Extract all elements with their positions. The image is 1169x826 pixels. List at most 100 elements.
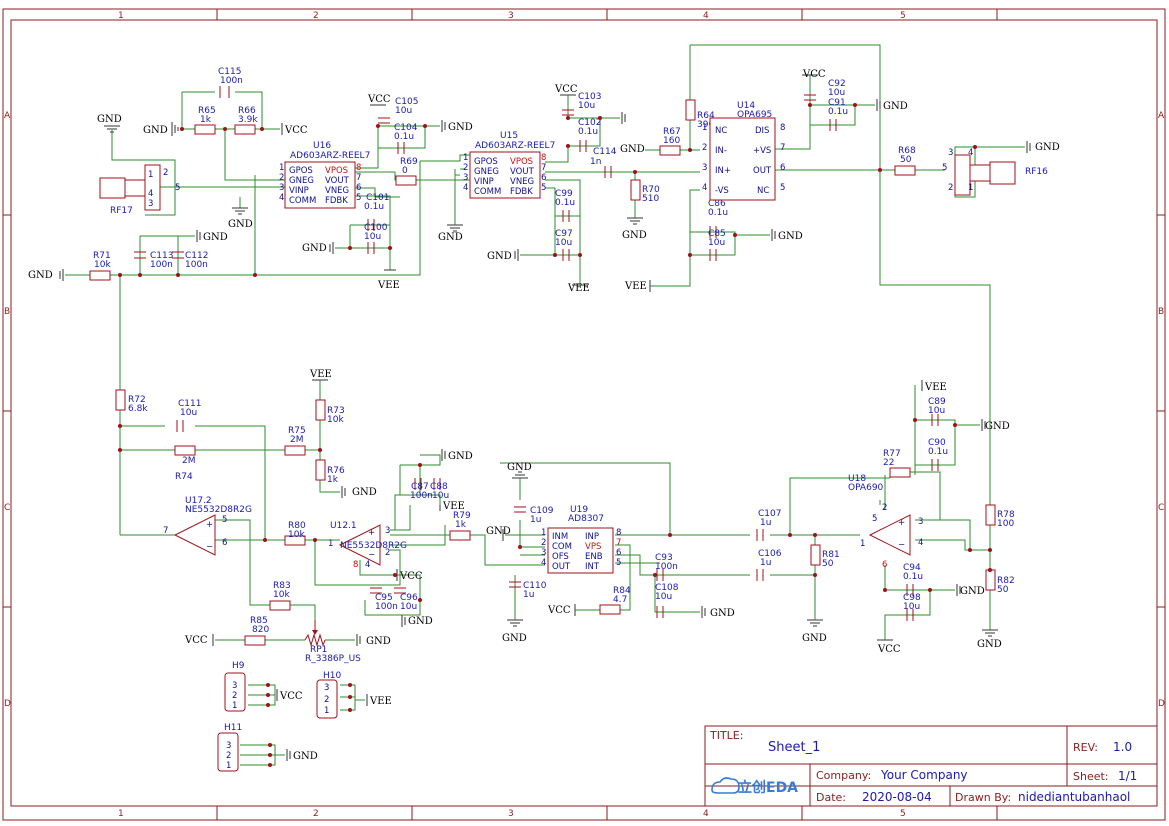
svg-text:C113: C113 [150, 251, 173, 261]
svg-text:VCC: VCC [802, 69, 826, 80]
svg-text:10u: 10u [395, 106, 412, 116]
svg-text:GND: GND [366, 636, 391, 647]
svg-text:100n: 100n [655, 562, 678, 572]
svg-text:−: − [898, 540, 905, 550]
svg-text:10k: 10k [94, 260, 111, 270]
junctions [118, 103, 992, 767]
svg-text:0.1u: 0.1u [903, 572, 923, 582]
svg-text:1: 1 [328, 539, 333, 549]
resistor-r79: R79 1k [449, 511, 471, 541]
svg-text:C112: C112 [185, 251, 208, 261]
resistor-r68: R68 50 [894, 146, 916, 176]
opamp-u18: + − U18 OPA690 1 3 4 5 2 6 [848, 474, 923, 570]
svg-text:+: + [206, 520, 213, 530]
resistor-r84: R84 4.7 [599, 586, 631, 615]
svg-text:8: 8 [356, 163, 361, 173]
svg-text:3: 3 [385, 526, 390, 536]
svg-text:COMM: COMM [474, 187, 501, 197]
svg-text:VCC: VCC [399, 571, 423, 582]
svg-text:U12.1: U12.1 [330, 521, 357, 531]
svg-text:GND: GND [802, 633, 827, 644]
svg-text:4: 4 [541, 558, 546, 568]
svg-text:GND: GND [486, 526, 511, 537]
svg-text:RF17: RF17 [110, 206, 133, 216]
svg-text:GND: GND [293, 751, 318, 762]
title-label: TITLE: [709, 729, 743, 742]
svg-text:2: 2 [541, 538, 546, 548]
resistor-r78: R78 100 [985, 504, 1015, 529]
gnd-c97: GND [487, 249, 519, 262]
connector-rf16: RF16 1 2 3 4 5 [942, 148, 1048, 196]
gnd-c91: GND [876, 99, 908, 112]
svg-text:VCC: VCC [184, 635, 208, 646]
row-label-b-right: B [1158, 307, 1164, 317]
svg-text:4: 4 [279, 193, 284, 203]
svg-text:R69: R69 [400, 157, 418, 167]
vcc-r84: VCC [547, 604, 576, 616]
svg-text:AD603ARZ-REEL7: AD603ARZ-REEL7 [475, 141, 555, 151]
svg-text:GND: GND [448, 451, 473, 462]
svg-text:VEE: VEE [624, 281, 647, 292]
svg-text:3: 3 [148, 199, 153, 209]
date-label: Date: [816, 791, 846, 804]
svg-text:AD603ARZ-REEL7: AD603ARZ-REEL7 [290, 151, 370, 161]
svg-text:GND: GND [448, 122, 473, 133]
svg-text:GND: GND [28, 270, 53, 281]
svg-text:0.1u: 0.1u [828, 107, 848, 117]
svg-text:VCC: VCC [284, 125, 308, 136]
svg-text:INT: INT [585, 562, 600, 572]
row-label-b: B [4, 307, 10, 317]
svg-text:10u: 10u [555, 238, 572, 248]
resistor-r85: R85 820 [244, 616, 269, 646]
svg-text:C100: C100 [364, 223, 388, 233]
svg-text:22: 22 [883, 458, 894, 468]
svg-text:1: 1 [968, 183, 973, 193]
svg-text:10u: 10u [578, 101, 595, 111]
svg-text:GND: GND [620, 144, 645, 155]
svg-text:1k: 1k [455, 520, 467, 530]
svg-text:3.9k: 3.9k [238, 115, 258, 125]
svg-text:GNEG: GNEG [289, 176, 314, 186]
svg-text:DIS: DIS [755, 126, 769, 136]
svg-text:C99: C99 [555, 189, 573, 199]
svg-text:C96: C96 [400, 593, 418, 603]
svg-text:5: 5 [780, 183, 785, 193]
svg-text:C98: C98 [903, 593, 921, 603]
gnd-u15: GND [438, 224, 463, 243]
svg-text:10k: 10k [327, 415, 344, 425]
svg-text:VEE: VEE [567, 283, 590, 294]
svg-text:VCC: VCC [367, 94, 391, 105]
svg-text:R71: R71 [93, 251, 111, 261]
resistor-r66: R66 3.9k [234, 106, 258, 135]
svg-text:5: 5 [872, 514, 877, 524]
svg-text:+: + [368, 528, 375, 538]
svg-text:R72: R72 [128, 395, 146, 405]
gnd-r82: GND [977, 629, 1002, 650]
sheet-border: 1 2 3 4 5 1 2 3 4 5 A B C D A B C D [2, 8, 1166, 821]
svg-text:1k: 1k [200, 115, 212, 125]
svg-text:100n: 100n [220, 76, 243, 86]
svg-text:1u: 1u [530, 515, 541, 525]
rev-value: 1.0 [1113, 740, 1132, 754]
svg-text:5: 5 [541, 183, 546, 193]
svg-text:8: 8 [780, 123, 785, 133]
gnd-r70: GND [622, 217, 647, 241]
col-label-5-bottom: 5 [900, 809, 906, 819]
svg-text:GND: GND [710, 608, 735, 619]
vee-h10: VEE [366, 694, 392, 707]
svg-text:1: 1 [324, 706, 329, 716]
svg-text:50: 50 [997, 585, 1009, 595]
svg-text:NE5532D8R2G: NE5532D8R2G [340, 541, 407, 551]
svg-text:7: 7 [163, 526, 168, 536]
svg-text:OPA690: OPA690 [848, 483, 884, 493]
svg-text:C115: C115 [218, 67, 241, 77]
svg-text:GND: GND [502, 633, 527, 644]
svg-text:GND: GND [352, 487, 377, 498]
